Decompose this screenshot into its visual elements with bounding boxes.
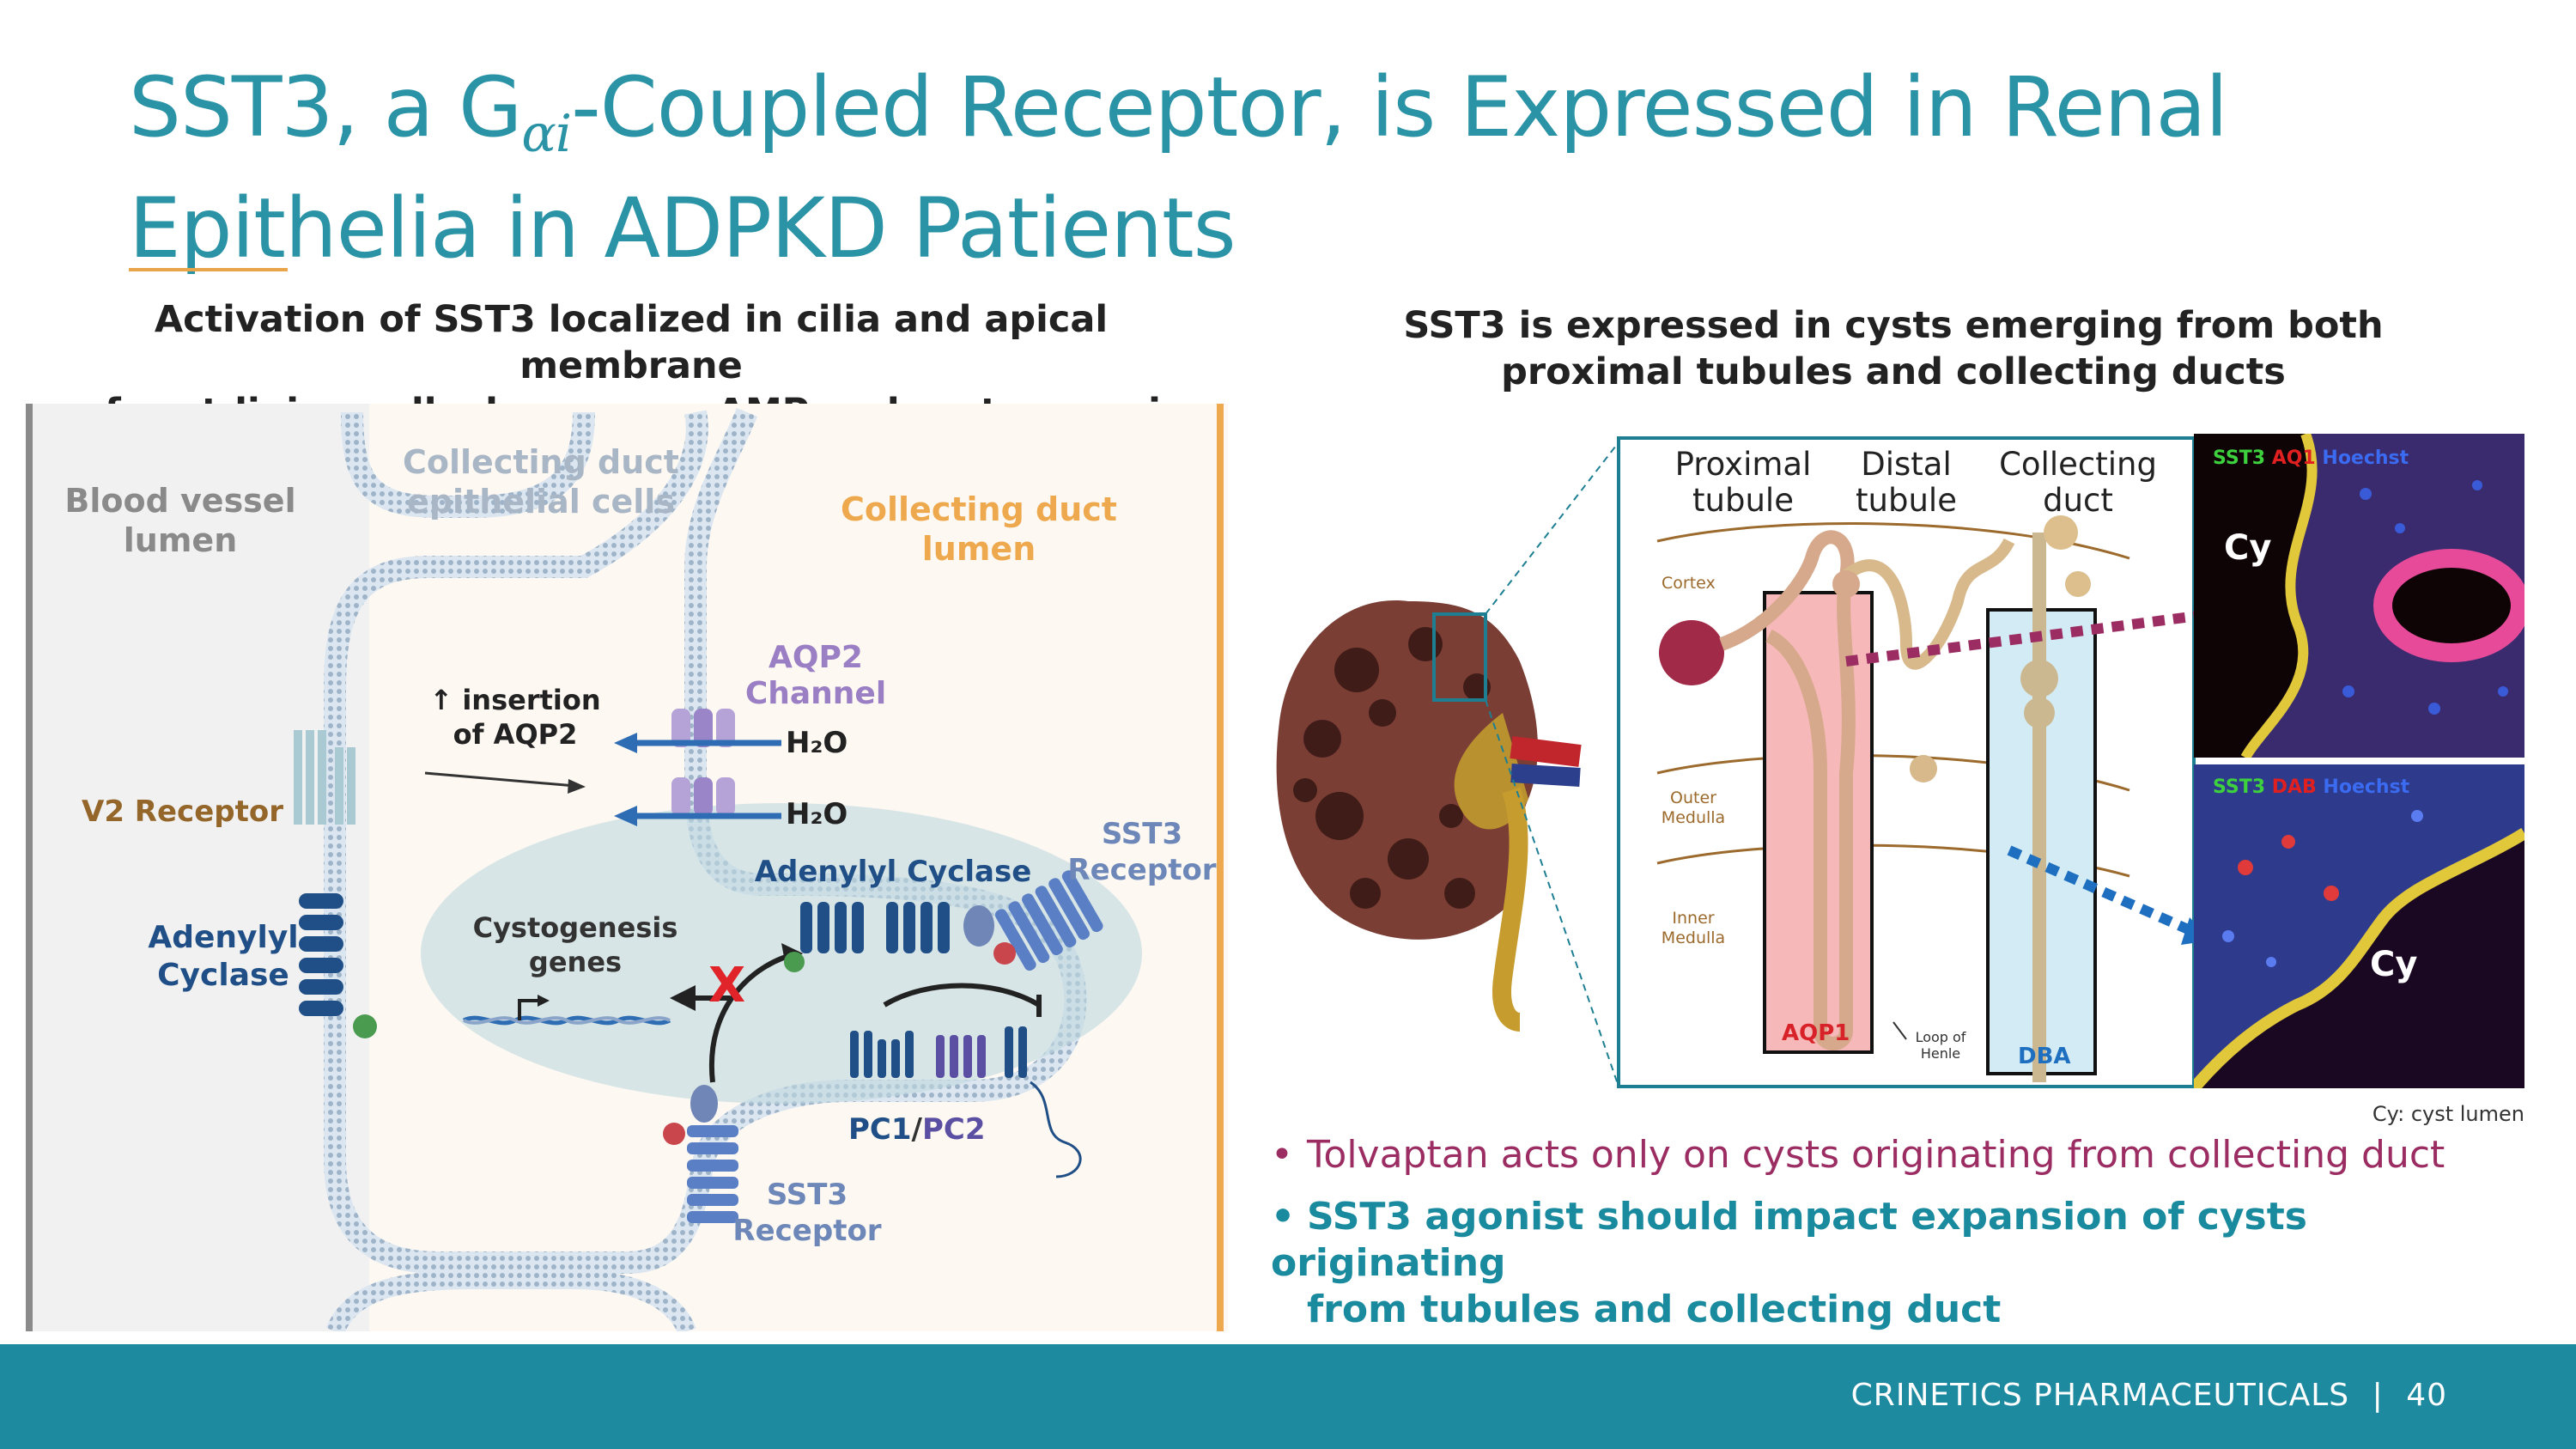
insertion-aqp2-label: ↑ insertion of AQP2 xyxy=(429,684,601,751)
v2-receptor xyxy=(294,730,355,825)
title-line-2: Epithelia in ADPKD Patients xyxy=(129,180,1236,277)
title-accent-rule xyxy=(129,268,288,271)
cyst-lumen-note: Cy: cyst lumen xyxy=(2372,1102,2524,1126)
page-number: 40 xyxy=(2406,1378,2447,1413)
proximal-tubule-label: Proximal tubule xyxy=(1674,446,1812,519)
bullet-tolvaptan: •Tolvaptan acts only on cysts originatin… xyxy=(1271,1133,2445,1177)
cytoplasm-highlight xyxy=(421,803,1142,1104)
left-edge-bar xyxy=(26,404,33,1331)
g-protein-alpha-right xyxy=(993,942,1016,965)
aqp2-channel-lower xyxy=(671,777,735,816)
micro1-stain-legend: SST3 AQ1 Hoechst xyxy=(2213,447,2409,469)
gi-inhibition-arrow xyxy=(708,951,799,1083)
title-subscript: αi xyxy=(521,104,572,164)
inner-medulla-label: Inner Medulla xyxy=(1661,909,1726,947)
collecting-cyst-arrow xyxy=(2007,845,2196,937)
microscopy-image-collecting: SST3 DAB Hoechst Cy xyxy=(2194,764,2524,1088)
sst3-receptor-bottom xyxy=(687,1125,738,1223)
aqp2-channel-label: AQP2 Channel xyxy=(744,640,887,711)
water-arrowhead-lower xyxy=(614,806,637,826)
v2-receptor-label: V2 Receptor xyxy=(82,795,283,829)
blood-vessel-region xyxy=(26,404,369,1331)
cd-epithelial-cells-label: Collecting duct epithelial cells xyxy=(403,443,679,521)
right-edge-bar xyxy=(1217,404,1224,1331)
loop-of-henle-label: Loop of Henle xyxy=(1915,1029,1966,1062)
micro2-stain-legend: SST3 DAB Hoechst xyxy=(2213,776,2410,798)
footer-text: CRINETICS PHARMACEUTICALS | 40 xyxy=(1850,1378,2447,1413)
aqp1-label: AQP1 xyxy=(1782,1020,1850,1046)
renal-vein xyxy=(1510,764,1581,787)
company-name: CRINETICS PHARMACEUTICALS xyxy=(1850,1378,2350,1413)
mechanism-illustration xyxy=(26,404,1228,1336)
bullet-sst3-agonist: •SST3 agonist should impact expansion of… xyxy=(1271,1195,2307,1331)
insertion-arrow xyxy=(424,771,576,788)
right-subheading: SST3 is expressed in cysts emerging from… xyxy=(1403,304,2384,393)
g-alpha-s xyxy=(784,952,805,972)
nephron-panel xyxy=(1617,436,2196,1088)
upper-cell-membrane xyxy=(341,411,595,518)
kidney-nephron-illustration xyxy=(1276,436,2228,1088)
glomerulus xyxy=(1659,620,1724,685)
adenylyl-cyclase-center xyxy=(800,902,950,953)
microscopy-image-proximal: SST3 AQ1 Hoechst Cy xyxy=(2194,434,2524,758)
micro1-cyst-label: Cy xyxy=(2224,528,2272,568)
g-protein-beta-gamma-right xyxy=(963,905,994,947)
renal-artery xyxy=(1510,736,1582,767)
water-arrowhead-upper xyxy=(614,733,637,753)
sst3-receptor-bottom-label: SST3 Receptor xyxy=(732,1178,882,1248)
h2o-label-lower: H₂O xyxy=(786,797,848,831)
footer-bar xyxy=(0,1344,2576,1449)
adenylyl-cyclase-center-label: Adenylyl Cyclase xyxy=(754,855,1032,889)
h2o-label-upper: H₂O xyxy=(786,726,848,760)
slide-title: SST3, a Gαi-Coupled Receptor, is Express… xyxy=(129,60,2447,276)
micro2-cyst-label: Cy xyxy=(2370,945,2418,984)
sst3-receptor-right xyxy=(994,870,1103,971)
cystogenesis-genes-label: Cystogenesis genes xyxy=(472,911,678,978)
cortex-label: Cortex xyxy=(1662,574,1716,593)
collecting-duct-label: Collecting duct xyxy=(1999,446,2157,519)
dba-label: DBA xyxy=(2018,1044,2071,1069)
block-mark: X xyxy=(708,958,746,1014)
sst3-inhibition-line xyxy=(883,983,1041,1008)
cell-mechanism-diagram: Blood vessel lumen Collecting duct epith… xyxy=(26,404,1228,1336)
nephron-diagram: Proximal tubule Distal tubule Collecting… xyxy=(1254,429,2228,1099)
title-line-1: SST3, a Gαi-Coupled Receptor, is Express… xyxy=(129,59,2228,164)
zoom-box xyxy=(1432,612,1487,702)
adenylyl-cyclase-left-label: Adenylyl Cyclase xyxy=(148,920,299,993)
pc1-pc2-label: PC1/PC2 xyxy=(848,1112,986,1147)
cd-lumen-label: Collecting duct lumen xyxy=(841,490,1117,568)
adenylyl-cyclase-left xyxy=(299,893,377,1038)
pc1-pc2-complex xyxy=(850,1026,1082,1178)
ureter xyxy=(1492,787,1528,1032)
distal-tubule-label: Distal tubule xyxy=(1856,446,1957,519)
distal-tubule-path xyxy=(1842,538,2015,670)
sst3-receptor-right-label: SST3 Receptor xyxy=(1067,817,1217,887)
aqp2-channel-upper xyxy=(671,709,735,747)
outer-medulla-label: Outer Medulla xyxy=(1661,788,1726,827)
blood-vessel-lumen-label: Blood vessel lumen xyxy=(64,482,296,559)
lower-cell-membrane xyxy=(325,1270,696,1336)
